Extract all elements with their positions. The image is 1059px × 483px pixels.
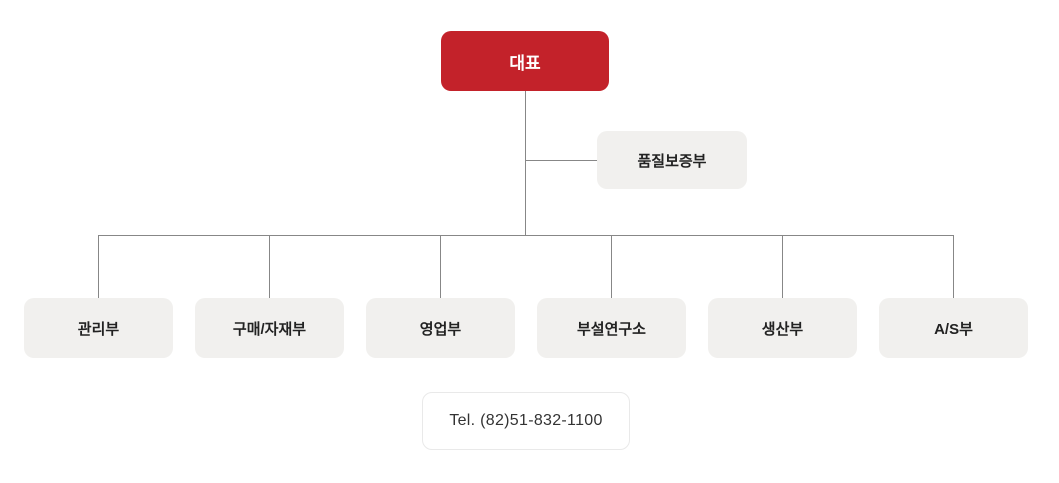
- connector-ceo-vertical: [525, 91, 526, 236]
- connector-qa-branch: [526, 160, 597, 161]
- connector-drop-as: [953, 236, 954, 298]
- connector-drop-management: [98, 236, 99, 298]
- connector-drop-research: [611, 236, 612, 298]
- org-node-production: 생산부: [708, 298, 857, 358]
- org-node-management: 관리부: [24, 298, 173, 358]
- connector-main-horizontal: [98, 235, 954, 236]
- org-node-as-label: A/S부: [934, 320, 973, 338]
- org-node-ceo-label: 대표: [509, 53, 541, 73]
- org-node-research-institute-label: 부설연구소: [576, 320, 646, 338]
- org-node-purchasing-materials-label: 구매/자재부: [232, 320, 307, 338]
- connector-drop-sales: [440, 236, 441, 298]
- org-node-as: A/S부: [879, 298, 1028, 358]
- org-node-sales: 영업부: [366, 298, 515, 358]
- connector-drop-production: [782, 236, 783, 298]
- org-node-sales-label: 영업부: [419, 320, 462, 338]
- org-node-quality-assurance-label: 품질보증부: [637, 152, 707, 170]
- org-node-ceo: 대표: [441, 31, 609, 91]
- org-node-management-label: 관리부: [77, 320, 120, 338]
- org-node-purchasing-materials: 구매/자재부: [195, 298, 344, 358]
- telephone-box: Tel. (82)51-832-1100: [422, 392, 630, 450]
- telephone-label: Tel. (82)51-832-1100: [449, 412, 603, 429]
- org-node-production-label: 생산부: [761, 320, 804, 338]
- org-node-quality-assurance: 품질보증부: [597, 131, 747, 189]
- connector-drop-purchasing: [269, 236, 270, 298]
- org-node-research-institute: 부설연구소: [537, 298, 686, 358]
